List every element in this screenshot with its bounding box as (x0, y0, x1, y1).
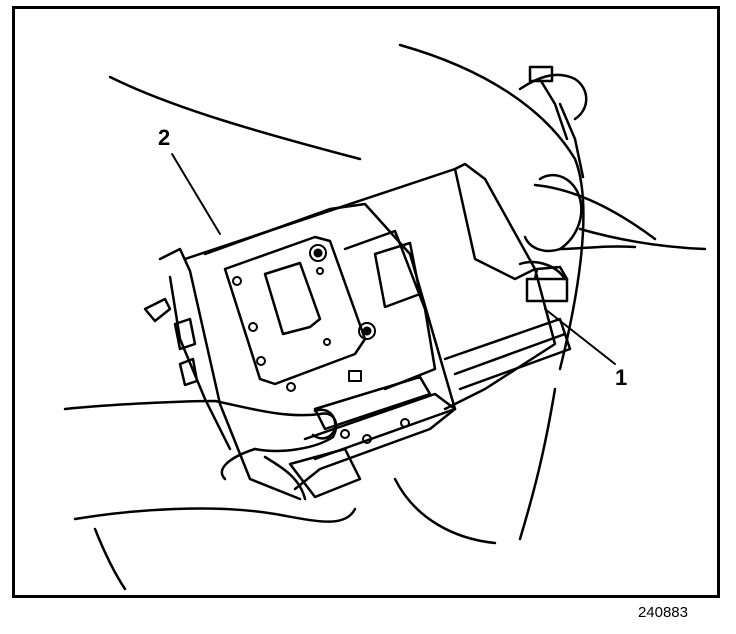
figure-number: 240883 (637, 604, 688, 621)
leader-line-1 (544, 308, 616, 365)
dashboard-contour-lines (93, 43, 707, 591)
radio-removal-illustration (63, 43, 707, 591)
left-hand (63, 399, 357, 523)
leader-line-2 (171, 153, 221, 235)
wire-connector (525, 65, 585, 303)
illustration-frame: 2 1 (12, 6, 720, 598)
mounting-holes (232, 244, 410, 444)
callout-leader-lines (171, 153, 616, 365)
side-connectors (143, 297, 199, 387)
radio-chassis (158, 162, 572, 501)
callout-1: 1 (615, 365, 628, 390)
right-hand (518, 73, 637, 281)
callout-2: 2 (158, 125, 171, 150)
